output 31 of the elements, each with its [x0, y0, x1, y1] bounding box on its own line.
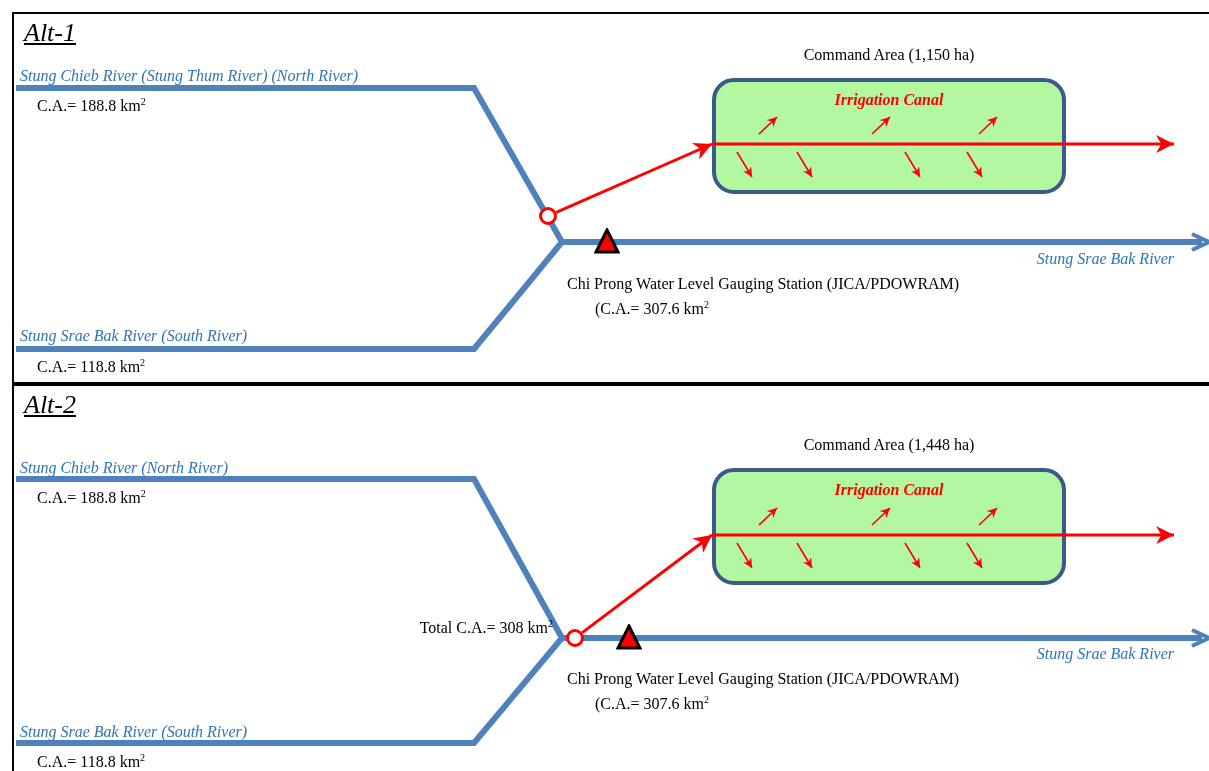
catchment-area-label: C.A.= 118.8 km$^{2}$ [37, 753, 146, 771]
river-name: Stung Srae Bak River (South River) [20, 327, 248, 345]
canal-arrow [712, 526, 1174, 544]
station-label: (C.A.= 307.6 km$^{2}$ [595, 695, 710, 713]
intake-circle [539, 207, 557, 225]
catchment-area-label: C.A.= 188.8 km$^{2}$ [37, 489, 146, 507]
canal-label: Irrigation Canal [834, 91, 944, 109]
gauging-station-triangle [616, 624, 642, 650]
river-name: Stung Chieb River (Stung Thum River) (North River) [20, 67, 359, 85]
catchment-area-label: C.A.= 118.8 km$^{2}$ [37, 358, 146, 376]
river-name: Stung Chieb River (North River) [20, 459, 228, 477]
intake-circle [566, 629, 584, 647]
catchment-area-label: C.A.= 188.8 km$^{2}$ [37, 97, 146, 115]
canal-arrow [712, 135, 1174, 153]
river-name: Stung Srae Bak River [1036, 645, 1174, 663]
station-label: (C.A.= 307.6 km$^{2}$ [595, 300, 710, 318]
canal-arrow [581, 533, 713, 634]
area-heading: Command Area (1,448 ha) [803, 436, 975, 454]
panel-heading: Alt-1 [24, 18, 76, 48]
canal-label: Irrigation Canal [834, 481, 944, 499]
panel-heading: Alt-2 [24, 390, 76, 420]
river-name: Stung Srae Bak River (South River) [20, 723, 248, 741]
station-label: Chi Prong Water Level Gauging Station (JICA/PDOWRAM) [567, 670, 960, 688]
canal-arrow [555, 142, 713, 214]
station-label: Chi Prong Water Level Gauging Station (JICA/PDOWRAM) [567, 275, 960, 293]
panel-frame [12, 12, 1209, 384]
catchment-area-label: Total C.A.= 308 km$^{2}$ [419, 619, 553, 637]
gauging-station-triangle [594, 228, 620, 254]
river-name: Stung Srae Bak River [1036, 250, 1174, 268]
panel-frame [12, 384, 1209, 771]
area-heading: Command Area (1,150 ha) [803, 46, 975, 64]
